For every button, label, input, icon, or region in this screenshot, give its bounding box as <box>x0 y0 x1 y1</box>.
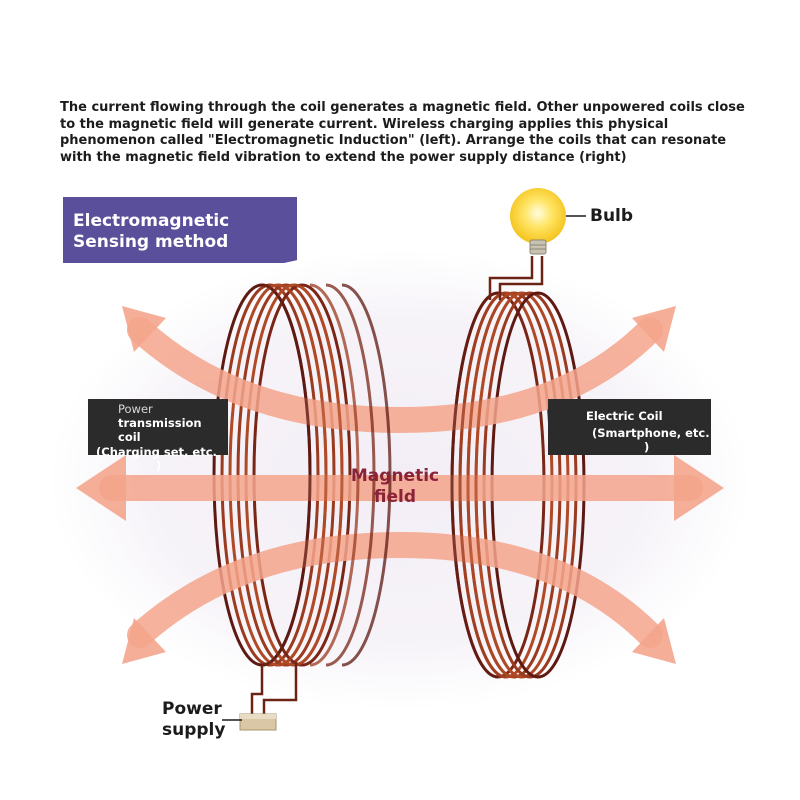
left-label-line3: coil <box>118 430 141 444</box>
power-supply-label: Power supply <box>162 699 242 741</box>
field-arrow-lower <box>127 531 663 648</box>
right-coil-front <box>450 291 523 679</box>
field-arrowheads <box>76 306 724 664</box>
field-label-line1: Magnetic <box>350 466 440 486</box>
supply-label-line1: Power <box>162 699 222 719</box>
left-coil-label: Power transmission coil (Charging set, e… <box>88 399 228 473</box>
left-label-line4: (Charging set, etc. <box>96 445 217 459</box>
field-arrow-upper <box>127 317 663 434</box>
supply-label-line2: supply <box>162 720 226 740</box>
left-label-line2: transmission <box>118 416 202 430</box>
method-title-box: Electromagnetic Sensing method <box>63 197 297 263</box>
right-label-line3: ) <box>644 440 650 454</box>
power-supply-icon <box>239 713 277 731</box>
left-coil-front <box>261 283 392 667</box>
right-coil-label: Electric Coil (Smartphone, etc. ) <box>548 399 711 455</box>
left-label-line5: ) <box>156 459 162 473</box>
right-label-line1: Electric Coil <box>586 409 663 423</box>
arrowhead-upper-left <box>122 306 166 352</box>
left-label-line1: Power <box>118 402 153 416</box>
field-label-line2: field <box>373 487 417 507</box>
field-arrows <box>99 317 703 648</box>
bulb-icon <box>510 188 566 255</box>
method-title-line2: Sensing method <box>73 232 229 252</box>
intro-paragraph: The current flowing through the coil gen… <box>60 100 745 165</box>
supply-wires <box>250 662 298 716</box>
magnetic-field-label: Magnetic field <box>330 466 460 508</box>
arrowhead-lower-right <box>632 618 676 664</box>
arrowhead-lower-left <box>122 618 166 664</box>
method-title-line1: Electromagnetic <box>73 211 230 231</box>
arrowhead-upper-right <box>632 306 676 352</box>
bulb-label: Bulb <box>590 206 634 226</box>
right-label-line2: (Smartphone, etc. <box>592 426 710 440</box>
arrowhead-center-left <box>76 455 126 521</box>
arrowhead-center-right <box>674 455 724 521</box>
bulb-wires <box>488 256 544 300</box>
